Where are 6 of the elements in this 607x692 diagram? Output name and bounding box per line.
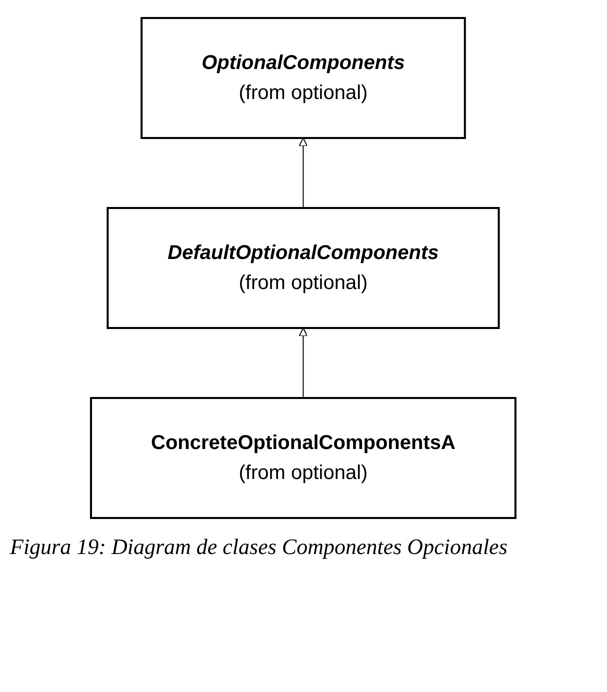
node-box: DefaultOptionalComponents (from optional) xyxy=(106,207,500,329)
figure-caption: Figura 19: Diagram de clases Componentes Opcionales xyxy=(10,534,508,560)
node-box: ConcreteOptionalComponentsA (from optional) xyxy=(90,397,517,519)
node-box: OptionalComponents (from optional) xyxy=(140,17,466,139)
arrow xyxy=(299,328,308,398)
arrow xyxy=(299,138,308,208)
